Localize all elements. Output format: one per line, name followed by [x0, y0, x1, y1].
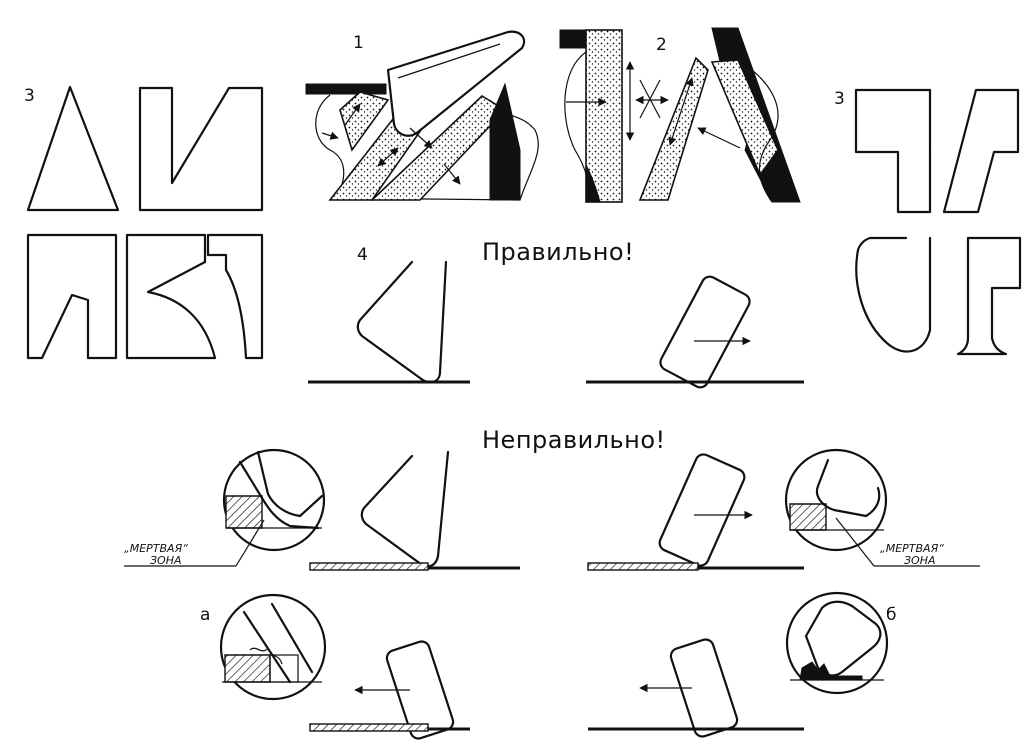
incorrect-nib-left [360, 450, 450, 568]
incorrect-hatch-left [309, 562, 429, 571]
fig3-right-shapes: 3 [834, 88, 1022, 356]
fig3-left-shapes: 3 [24, 85, 264, 360]
fig2-arrow-diagonal [668, 77, 694, 146]
fig-a: а [200, 593, 470, 740]
incorrect-nib-right [658, 453, 746, 567]
fig4-label: 4 [357, 245, 368, 265]
correct-nib-right [659, 275, 751, 389]
top-bar [305, 83, 387, 95]
incorrect-section: Неправильно! „МЕРТВАЯ“ ЗОНА [124, 426, 980, 571]
shape-p-stroke [26, 233, 118, 360]
correct-nib-left [356, 260, 448, 384]
leader-left [235, 519, 265, 567]
fig2-wave-right [737, 59, 779, 203]
dead-zone-right-line2: ЗОНА [904, 554, 936, 567]
fig-b-nib [669, 638, 739, 738]
pen-nib-inner [397, 43, 501, 79]
arrow-1d [443, 163, 461, 185]
wave-outline [315, 94, 539, 201]
black-stroke [489, 82, 521, 201]
arrow-1c [409, 127, 433, 149]
fig-b-label: б [886, 605, 896, 625]
zoom-circle-left [222, 448, 326, 552]
fig2-label: 2 [656, 35, 667, 55]
arrow-1b [377, 147, 399, 167]
shape-slanted [942, 88, 1020, 214]
fig-a-nib-lines [242, 602, 314, 684]
shape-triangle [26, 85, 120, 212]
fig-a-hatch-base [309, 723, 429, 732]
shape-i-stroke [138, 86, 264, 212]
zoom-nib-right [815, 458, 881, 518]
dead-zone-right-line1: „МЕРТВАЯ“ [880, 542, 944, 555]
fig1-label: 1 [353, 33, 364, 53]
heading-correct: Правильно! [482, 238, 634, 266]
pen-nib [386, 30, 526, 137]
fig-b-nib-zoom [804, 600, 882, 677]
zoom-nib-left-2 [256, 450, 324, 518]
fig-a-label: а [200, 605, 210, 625]
shape-1-stroke [206, 233, 264, 360]
incorrect-hatch-right [587, 562, 699, 571]
shape-b-stroke [125, 233, 217, 360]
fig3-left-label: 3 [24, 86, 35, 106]
fig-a-scribble [249, 646, 283, 665]
fig-a-nib [385, 640, 455, 740]
dead-zone-left-line2: ЗОНА [150, 554, 182, 567]
fig-a-box [269, 654, 299, 683]
fig2-stipple-diagonal [638, 56, 709, 201]
fig2-black-bottom-left [585, 164, 601, 203]
arrow-1a [344, 103, 361, 126]
heading-incorrect: Неправильно! [482, 426, 666, 454]
fig4-correct: 4 Правильно! [308, 238, 804, 389]
zoom-circle-right [784, 448, 888, 552]
fig2-wave-left [564, 51, 589, 203]
dead-zone-hatch-left [225, 495, 263, 529]
stipple-stroke-3 [339, 91, 390, 152]
fig-a-hatch [224, 654, 271, 683]
fig2-diagram: 2 [559, 27, 801, 203]
fig2-arrow-inward [697, 127, 741, 149]
fig2-vertical-stroke [585, 29, 623, 203]
zoom-nib-left [238, 460, 320, 530]
fig1-diagram: 1 [305, 30, 539, 201]
fig-b: б [588, 591, 896, 738]
leader-right [835, 517, 875, 567]
fig2-stipple-right [710, 59, 779, 177]
shape-bowl [855, 236, 932, 353]
shape-step [854, 88, 932, 214]
fig2-top-tab [559, 29, 587, 49]
fig2-cross-2 [639, 79, 661, 119]
dead-zone-left-line1: „МЕРТВАЯ“ [124, 542, 188, 555]
shape-gamma [956, 236, 1022, 356]
dead-zone-hatch-right [789, 503, 827, 531]
arrow-1e [321, 131, 339, 140]
fig3-right-label: 3 [834, 89, 845, 109]
